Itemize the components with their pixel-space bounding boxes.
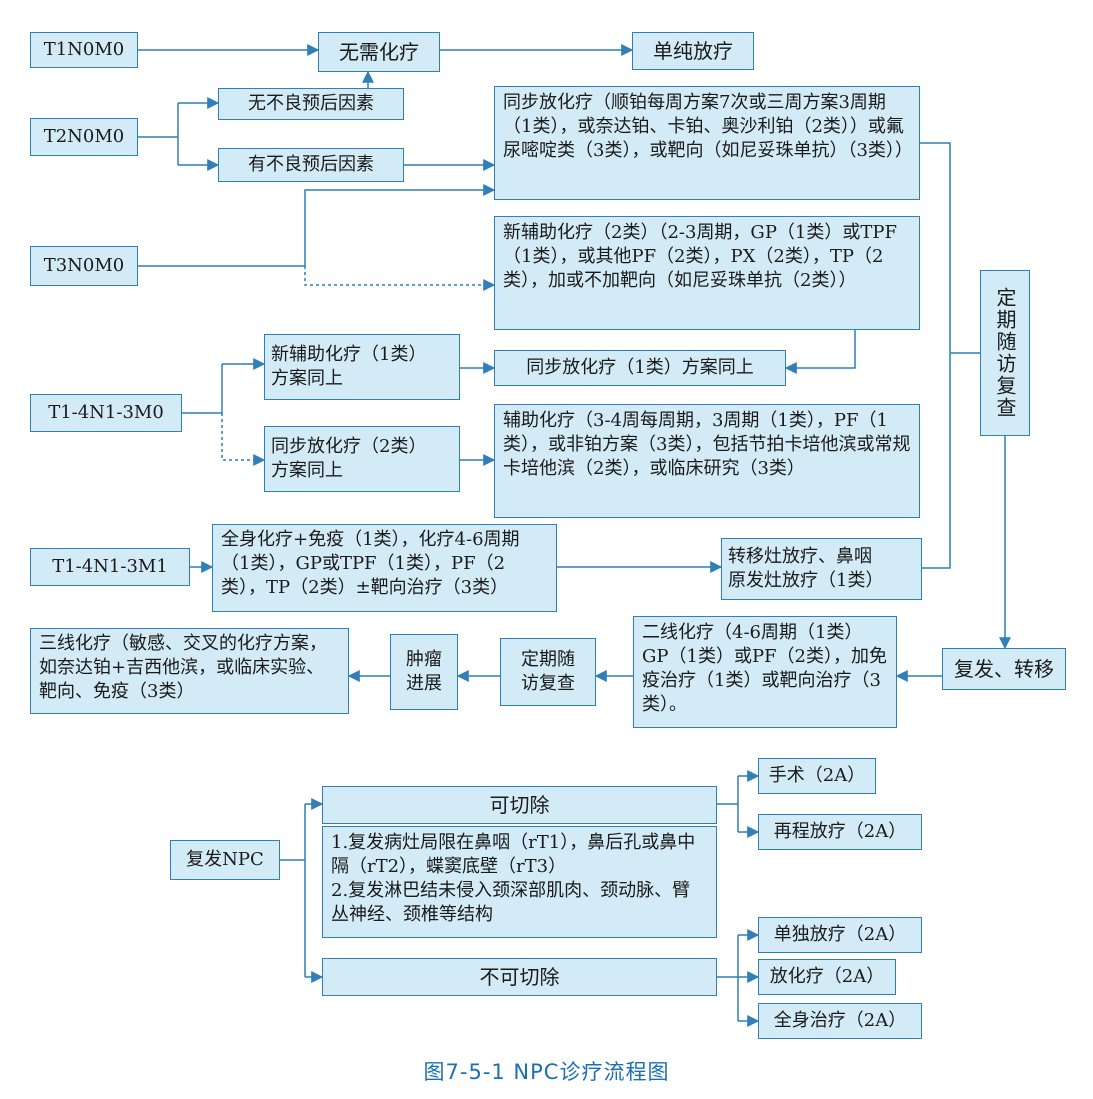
node-surgery: 手术（2A） (758, 758, 876, 794)
node-rt-only: 单纯放疗 (632, 32, 754, 70)
node-t3n0m0: T3N0M0 (30, 246, 138, 286)
node-systemic-tx: 全身治疗（2A） (758, 1003, 922, 1039)
node-neoadj-same: 新辅助化疗（1类） 方案同上 (264, 334, 460, 400)
node-criteria: 1.复发病灶局限在鼻咽（rT1），鼻后孔或鼻中隔（rT2），蝶窦底壁（rT3） … (322, 826, 717, 938)
node-bad-factor: 有不良预后因素 (218, 148, 404, 182)
node-concurrent-detail: 同步放化疗（顺铂每周方案7次或三周方案3周期（1类），或奈达铂、卡铂、奥沙利铂（… (494, 86, 920, 200)
node-concurrent-same-2: 同步放化疗（2类） 方案同上 (264, 426, 460, 492)
node-unresectable: 不可切除 (322, 958, 717, 996)
node-followup-vertical: 定期随访复查 (980, 270, 1030, 436)
node-t14n13m1: T1-4N1-3M1 (30, 548, 190, 586)
node-neoadj-detail: 新辅助化疗（2类）（2-3周期，GP（1类）或TPF（1类），或其他PF（2类）… (494, 216, 920, 330)
node-rt-alone: 单独放疗（2A） (758, 917, 922, 953)
node-second-line: 二线化疗（4-6周期（1类）GP（1类）或PF（2类），加免疫治疗（1类）或靶向… (633, 616, 897, 728)
node-third-line: 三线化疗（敏感、交叉的化疗方案，如奈达铂+吉西他滨，或临床实验、靶向、免疫（3类… (30, 628, 349, 714)
node-resectable: 可切除 (322, 786, 717, 824)
node-t2n0m0: T2N0M0 (30, 118, 138, 156)
node-metastasis-rt: 转移灶放疗、鼻咽 原发灶放疗（1类） (721, 538, 922, 600)
node-chemo-rt: 放化疗（2A） (758, 959, 896, 995)
node-no-bad-factor: 无不良预后因素 (218, 88, 404, 120)
node-re-rt: 再程放疗（2A） (758, 814, 922, 850)
node-progression: 肿瘤 进展 (390, 634, 458, 710)
node-recurrent-npc: 复发NPC (170, 840, 280, 880)
node-t1n0m0: T1N0M0 (30, 32, 138, 68)
node-concurrent-same-1: 同步放化疗（1类）方案同上 (494, 350, 786, 386)
figure-caption: 图7-5-1 NPC诊疗流程图 (423, 1060, 670, 1084)
node-relapse-mets: 复发、转移 (942, 648, 1066, 690)
node-adjuvant-detail: 辅助化疗（3-4周每周期，3周期（1类），PF（1类），或非铂方案（3类），包括… (494, 404, 920, 518)
node-followup-h: 定期随 访复查 (500, 638, 596, 706)
node-t14n13m0: T1-4N1-3M0 (30, 394, 182, 432)
node-no-chemo: 无需化疗 (318, 32, 440, 72)
node-systemic-detail: 全身化疗+免疫（1类），化疗4-6周期（1类），GP或TPF（1类），PF（2类… (212, 524, 557, 612)
